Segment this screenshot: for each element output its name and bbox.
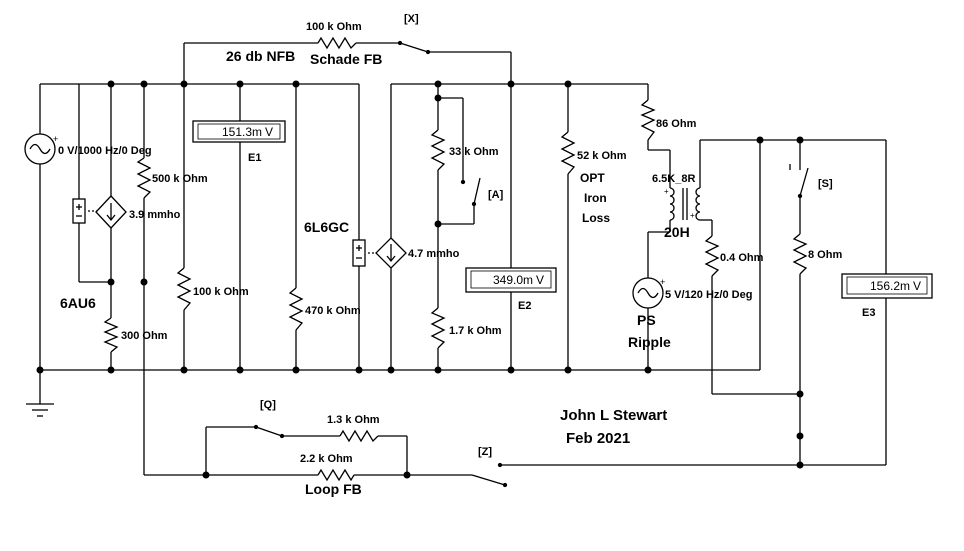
resistors <box>103 36 808 482</box>
label-date: Feb 2021 <box>566 430 630 447</box>
label-switch-x: [X] <box>404 13 419 25</box>
label-src-in: 0 V/1000 Hz/0 Deg <box>58 145 152 157</box>
vccs-6au6 <box>72 195 127 229</box>
meter-e3-value: 156.2m <box>870 279 910 293</box>
label-res-2-2k: 2.2 k Ohm <box>300 453 353 465</box>
meter-e2-label: E2 <box>518 300 531 312</box>
label-ps-1: PS <box>637 312 656 328</box>
resistor-100k <box>176 267 192 311</box>
junction-dots <box>36 80 804 479</box>
label-xfmr: 6.5K_8R <box>652 173 695 185</box>
resistor-2-2k <box>317 468 355 482</box>
resistor-8 <box>792 233 808 275</box>
wires <box>39 42 887 476</box>
label-tube-6au6: 6AU6 <box>60 295 96 311</box>
label-res-1-3k: 1.3 k Ohm <box>327 414 380 426</box>
output-transformer: + + <box>664 187 701 221</box>
resistor-33k <box>430 129 446 171</box>
label-switch-z: [Z] <box>478 446 492 458</box>
component-labels: 100 k Ohm [X] 26 db NFB Schade FB 0 V/10… <box>58 13 842 497</box>
label-ind-20h: 20H <box>664 224 690 240</box>
label-gm-6au6: 3.9 mmho <box>129 209 181 221</box>
source-ps-ripple: + <box>632 277 665 309</box>
label-tube-6l6gc: 6L6GC <box>304 219 349 235</box>
label-schade-fb: Schade FB <box>310 51 382 67</box>
label-res-86: 86 Ohm <box>656 118 697 130</box>
label-switch-s: [S] <box>818 178 833 190</box>
label-loop-fb: Loop FB <box>305 481 362 497</box>
meter-e3: 156.2m V E3 <box>841 273 933 319</box>
meter-e3-label: E3 <box>862 307 875 319</box>
resistor-300 <box>103 317 119 353</box>
label-opt-1: OPT <box>580 171 605 185</box>
label-opt-3: Loss <box>582 211 610 225</box>
resistor-schade <box>317 36 357 50</box>
resistor-0-4 <box>704 235 720 277</box>
label-res-1-7k: 1.7 k Ohm <box>449 325 502 337</box>
label-nfb-db: 26 db NFB <box>226 48 295 64</box>
label-src-ps: 5 V/120 Hz/0 Deg <box>665 289 752 301</box>
switch-q[interactable] <box>253 424 285 439</box>
resistor-470k <box>288 287 304 331</box>
label-switch-q: [Q] <box>260 399 276 411</box>
meter-e1-label: E1 <box>248 152 261 164</box>
label-opt-2: Iron <box>584 191 607 205</box>
svg-text:+: + <box>660 277 665 287</box>
meter-e3-unit: V <box>913 279 921 293</box>
resistor-52k <box>560 131 576 175</box>
label-author: John L Stewart <box>560 407 667 424</box>
svg-text:+: + <box>53 134 58 144</box>
svg-text:+: + <box>690 211 695 220</box>
meter-e1: 151.3m V E1 <box>192 120 286 164</box>
label-res-0-4: 0.4 Ohm <box>720 252 764 264</box>
meter-e2-value: 349.0m <box>493 273 533 287</box>
label-res-52k: 52 k Ohm <box>577 150 627 162</box>
label-res-33k: 33 k Ohm <box>449 146 499 158</box>
vccs-6l6gc <box>352 237 407 269</box>
source-input: + <box>24 133 58 165</box>
meter-e1-value: 151.3m <box>222 125 262 139</box>
meter-e2-unit: V <box>536 273 544 287</box>
label-ps-2: Ripple <box>628 334 671 350</box>
label-res-470k: 470 k Ohm <box>305 305 361 317</box>
label-res-500k: 500 k Ohm <box>152 173 208 185</box>
svg-text:+: + <box>664 187 669 196</box>
label-res-8: 8 Ohm <box>808 249 842 261</box>
label-switch-a: [A] <box>488 189 504 201</box>
switch-z[interactable] <box>471 462 508 488</box>
label-res-100k: 100 k Ohm <box>193 286 249 298</box>
meter-e2: 349.0m V E2 <box>465 267 557 312</box>
switch-a[interactable] <box>460 177 481 207</box>
resistor-500k <box>136 157 152 199</box>
switches <box>253 40 809 488</box>
ground-symbol <box>26 403 54 417</box>
switch-x[interactable] <box>397 40 431 55</box>
label-gm-6l6gc: 4.7 mmho <box>408 248 460 260</box>
meter-e1-unit: V <box>265 125 273 139</box>
resistor-1-3k <box>339 429 379 443</box>
label-res-300: 300 Ohm <box>121 330 168 342</box>
switch-s[interactable] <box>789 164 809 199</box>
resistor-1-7k <box>430 307 446 349</box>
resistor-86 <box>640 99 656 141</box>
label-schade-res: 100 k Ohm <box>306 21 362 33</box>
